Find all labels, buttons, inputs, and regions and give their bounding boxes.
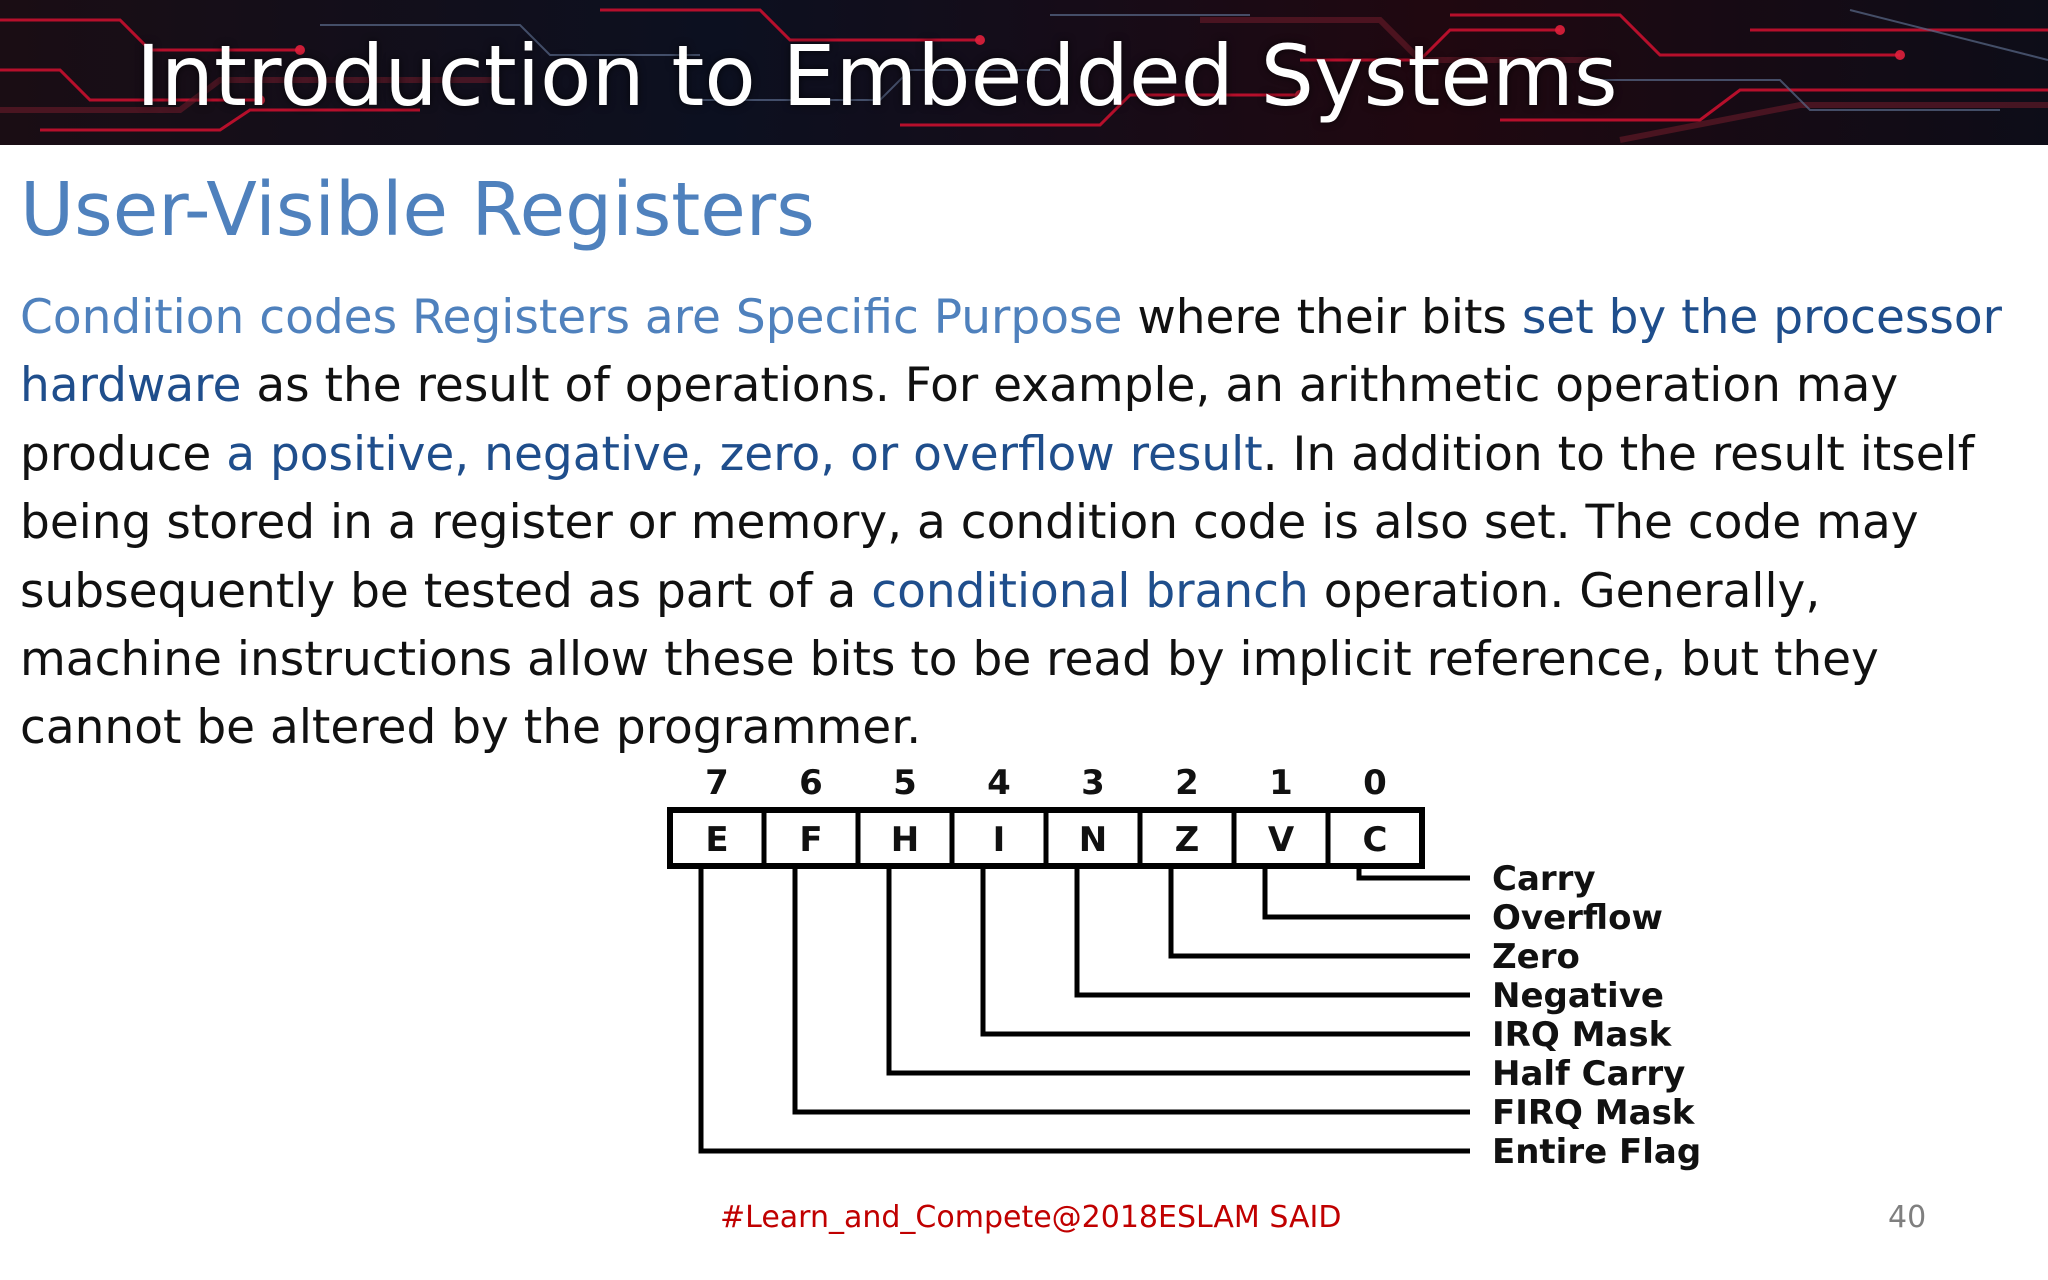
bit-flag-letter: C bbox=[1363, 820, 1388, 860]
bit-leader-line bbox=[1168, 866, 1470, 959]
bit-index-label: 1 bbox=[1269, 763, 1293, 803]
paragraph-segment: . In addition to the result itself being… bbox=[20, 426, 1975, 619]
paragraph-segment: operation. Generally, machine instructio… bbox=[20, 563, 1879, 756]
bit-function-label: IRQ Mask bbox=[1492, 1015, 1673, 1055]
bit-flag-letter: I bbox=[993, 820, 1006, 860]
bit-leader-line bbox=[698, 866, 1470, 1154]
bit-flag-letter: Z bbox=[1175, 820, 1200, 860]
bit-function-label: Carry bbox=[1492, 859, 1596, 899]
bit-function-label: FIRQ Mask bbox=[1492, 1093, 1696, 1133]
bit-leader-line bbox=[1074, 866, 1470, 998]
condition-code-register-diagram: 7E Entire Flag 6F FIRQ Mask 5H Half Carry 4I IR… bbox=[667, 763, 1701, 1172]
bit-leader-line bbox=[886, 866, 1470, 1076]
presentation-title: Introduction to Embedded Systems bbox=[136, 27, 1618, 125]
bit-index-label: 4 bbox=[987, 763, 1011, 803]
bit-index-label: 3 bbox=[1081, 763, 1105, 803]
bit-function-label: Half Carry bbox=[1492, 1054, 1685, 1094]
bit-index-label: 5 bbox=[893, 763, 917, 803]
bit-function-label: Overflow bbox=[1492, 898, 1663, 938]
footer-hashtag: #Learn_and_Compete@2018 bbox=[720, 1200, 1159, 1235]
bit-leader-line bbox=[980, 866, 1470, 1037]
page-number: 40 bbox=[1888, 1200, 1927, 1235]
bit-leader-line bbox=[792, 866, 1470, 1115]
paragraph-segment: conditional branch bbox=[871, 563, 1309, 619]
paragraph-segment: as the result of operations. For example… bbox=[20, 358, 1899, 482]
bit-flag-letter: F bbox=[799, 820, 822, 860]
bit-flag-letter: V bbox=[1268, 820, 1295, 860]
bit-function-label: Zero bbox=[1492, 937, 1580, 977]
bit-index-label: 7 bbox=[705, 763, 729, 803]
body-paragraph: Condition codes Registers are Specific P… bbox=[20, 284, 2030, 763]
bit-flag-letter: H bbox=[891, 820, 919, 860]
bit-index-label: 6 bbox=[799, 763, 823, 803]
bit-leader-line bbox=[1356, 866, 1470, 881]
paragraph-segment: a positive, negative, zero, or overflow … bbox=[226, 426, 1263, 482]
header-banner: Introduction to Embedded Systems bbox=[0, 0, 2048, 145]
paragraph-segment: Condition codes Registers are Specific P… bbox=[20, 290, 1123, 345]
slide-title: User-Visible Registers bbox=[20, 167, 815, 253]
bit-function-label: Negative bbox=[1492, 976, 1664, 1016]
bit-flag-letter: E bbox=[705, 820, 728, 860]
bit-flag-letter: N bbox=[1079, 820, 1107, 860]
bit-leader-line bbox=[1262, 866, 1470, 920]
paragraph-segment: set by the processor hardware bbox=[20, 290, 2002, 414]
circuit-background bbox=[0, 0, 2048, 145]
bit-function-label: Entire Flag bbox=[1492, 1132, 1701, 1172]
bit-index-label: 2 bbox=[1175, 763, 1199, 803]
footer-author: ESLAM SAID bbox=[1158, 1200, 1342, 1235]
bit-index-label: 0 bbox=[1363, 763, 1387, 803]
paragraph-segment: where their bits bbox=[1122, 290, 1522, 345]
